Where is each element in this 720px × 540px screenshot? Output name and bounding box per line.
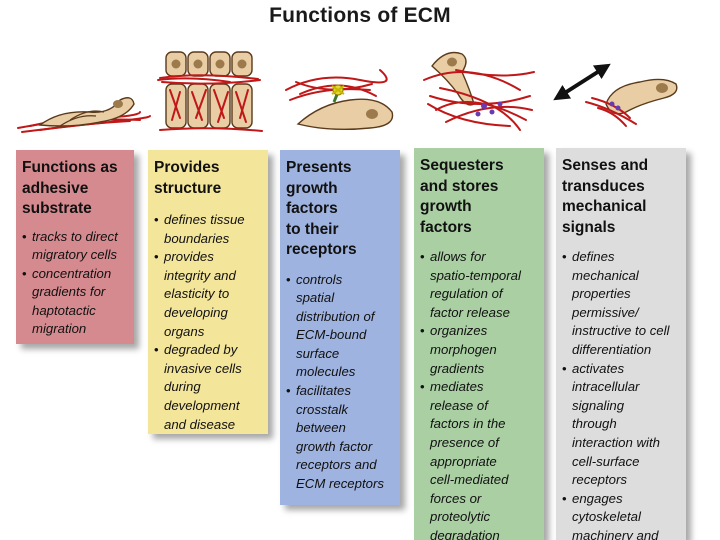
column-title: Functions as adhesive substrate bbox=[22, 159, 118, 217]
bullet-list: tracks to direct migratory cells concent… bbox=[22, 228, 128, 340]
provides-structure-illustration bbox=[157, 51, 263, 132]
bullet-item: degraded by invasive cells during develo… bbox=[154, 341, 262, 434]
bullet-item: organizes morphogen gradients bbox=[420, 322, 538, 378]
column-title: Provides structure bbox=[154, 159, 222, 197]
column-senses-mechanical-signals: Senses and transduces mechanical signals… bbox=[556, 148, 686, 540]
column-adhesive-substrate: Functions as adhesive substrate tracks t… bbox=[16, 150, 134, 344]
column-title: Sequesters and stores growth factors bbox=[420, 157, 504, 236]
column-sequesters-growth-factors: Sequesters and stores growth factors all… bbox=[414, 148, 544, 540]
bullet-item: defines mechanical properties permissive… bbox=[562, 248, 680, 360]
bullet-item: defines tissue boundaries bbox=[154, 211, 262, 248]
bullet-list: controls spatial distribution of ECM-bou… bbox=[286, 271, 394, 494]
bullet-list: allows for spatio-temporal regulation of… bbox=[420, 248, 538, 540]
column-title: Senses and transduces mechanical signals bbox=[562, 157, 649, 236]
column-provides-structure: Provides structure defines tissue bounda… bbox=[148, 150, 268, 434]
bullet-list: defines mechanical properties permissive… bbox=[562, 248, 680, 540]
ecm-illustrations bbox=[17, 51, 678, 133]
bullet-item: provides integrity and elasticity to dev… bbox=[154, 248, 262, 341]
bullet-item: engages cytoskeletal machinery and bbox=[562, 490, 680, 540]
column-title: Presents growth factors to their recepto… bbox=[286, 159, 357, 258]
column-presents-growth-factors: Presents growth factors to their recepto… bbox=[280, 150, 400, 505]
bullet-item: concentration gradients for haptotactic … bbox=[22, 265, 128, 339]
bullet-item: tracks to direct migratory cells bbox=[22, 228, 128, 265]
adhesive-substrate-illustration bbox=[17, 97, 151, 133]
mechanical-signals-illustration bbox=[553, 63, 678, 127]
bullet-list: defines tissue boundaries provides integ… bbox=[154, 211, 262, 434]
bullet-item: mediates release of factors in the prese… bbox=[420, 378, 538, 540]
page-title: Functions of ECM bbox=[269, 4, 451, 27]
bullet-item: allows for spatio-temporal regulation of… bbox=[420, 248, 538, 322]
bullet-item: activates intracellular signaling throug… bbox=[562, 360, 680, 490]
bullet-item: facilitates crosstalk between growth fac… bbox=[286, 382, 394, 494]
bullet-item: controls spatial distribution of ECM-bou… bbox=[286, 271, 394, 383]
presents-growth-factors-illustration bbox=[285, 69, 394, 131]
sequesters-growth-factors-illustration bbox=[423, 51, 535, 131]
